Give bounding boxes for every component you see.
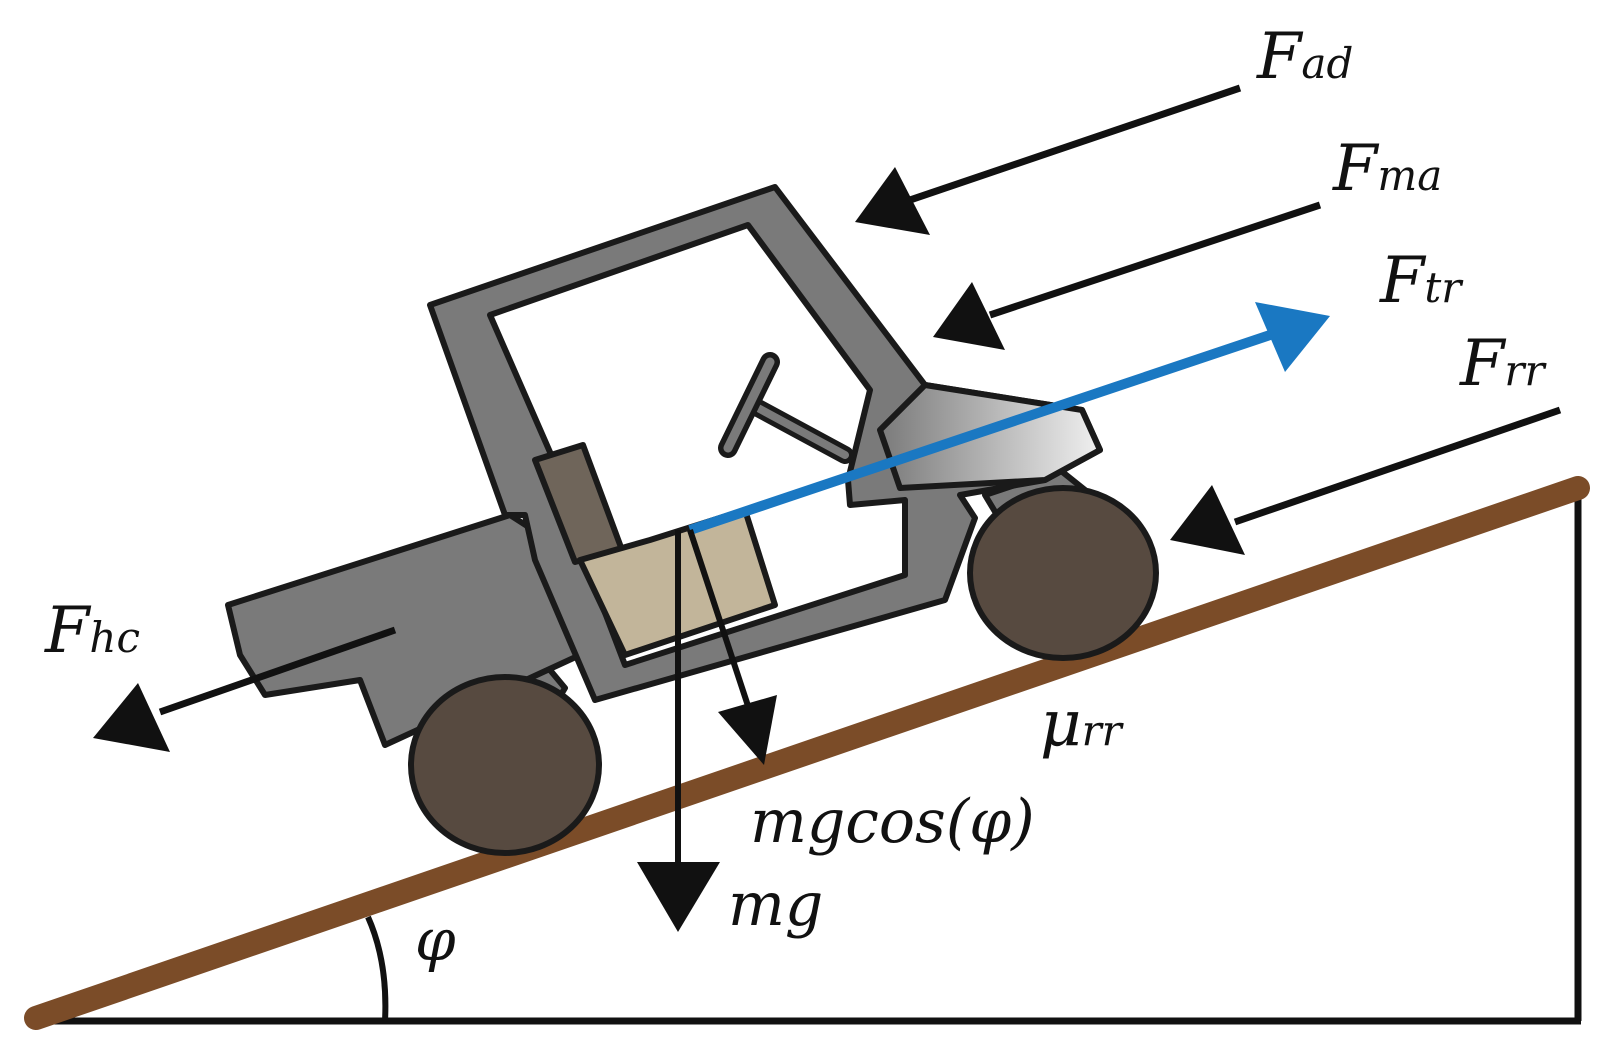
frr-head xyxy=(1170,485,1245,555)
mgcos-shaft xyxy=(687,529,755,719)
frr-shaft xyxy=(1233,406,1562,526)
gravity-arrows xyxy=(637,529,777,932)
ftr-label: Ftr xyxy=(1379,244,1464,318)
fma-label: Fma xyxy=(1332,132,1442,206)
vehicle xyxy=(225,184,1159,856)
mu-rr-label: μrr xyxy=(1040,687,1125,761)
fad-shaft xyxy=(908,84,1242,204)
mg-head xyxy=(637,862,720,932)
fad-head xyxy=(855,167,930,235)
rear-wheel xyxy=(408,674,602,856)
resistive-force-arrows xyxy=(93,84,1562,752)
traction-head xyxy=(1255,302,1330,372)
mgcos-head xyxy=(718,695,777,765)
fhc-head xyxy=(93,683,170,752)
slope-surface xyxy=(24,476,1590,1030)
steering-wheel-fill xyxy=(723,357,775,453)
angle-arc xyxy=(365,915,389,1022)
mgcos-label: mgcos(φ) xyxy=(750,787,1035,857)
traction-force-arrow xyxy=(688,302,1330,535)
fhc-shaft xyxy=(158,626,397,716)
incline-triangle xyxy=(24,476,1590,1030)
fhc-label: Fhc xyxy=(44,594,140,668)
frr-label: Frr xyxy=(1459,327,1547,401)
mg-label: mg xyxy=(728,870,823,940)
fad-label: Fad xyxy=(1256,20,1353,94)
front-wheel xyxy=(967,485,1159,661)
fma-head xyxy=(933,282,1005,350)
traction-shaft xyxy=(688,330,1272,535)
phi-label: φ xyxy=(415,906,456,974)
steering-column-fill xyxy=(754,404,849,459)
fma-shaft xyxy=(988,201,1322,319)
